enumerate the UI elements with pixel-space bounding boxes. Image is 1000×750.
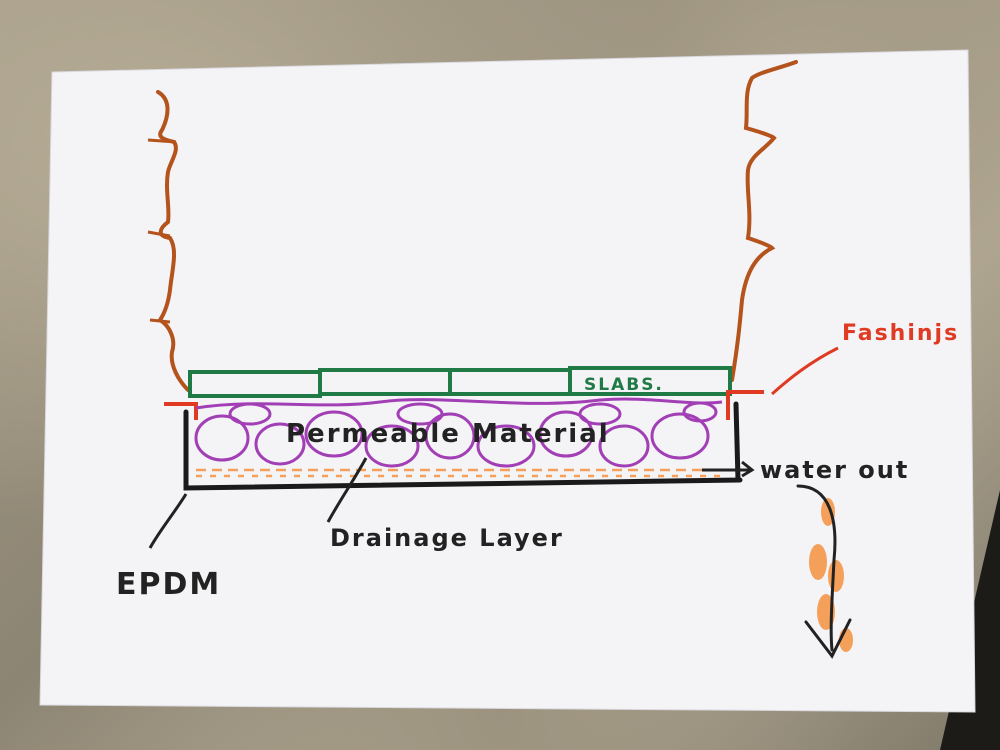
water-out-arrow	[702, 460, 755, 478]
left-wall-joint	[147, 138, 177, 324]
left-wall	[156, 90, 190, 392]
flashing-left	[164, 402, 198, 420]
slabs-label: SLABS.	[584, 375, 664, 395]
drainage-layer	[196, 468, 720, 478]
permeable-layer	[194, 397, 723, 468]
paper-sheet	[39, 49, 976, 713]
slab-4	[568, 366, 732, 396]
epdm-pointer	[148, 493, 188, 549]
right-wall	[730, 60, 798, 382]
drainage-pointer	[326, 457, 368, 523]
flashings-pointer	[771, 346, 839, 396]
flashing-right	[726, 390, 764, 420]
epdm-liner	[183, 401, 743, 491]
flashings-label: Fashinjs	[842, 321, 959, 346]
slabs-row	[188, 366, 732, 398]
water-down-arrow	[796, 484, 852, 659]
gravel-top-line	[195, 397, 723, 410]
epdm-label: EPDM	[116, 567, 221, 602]
drainage-label: Drainage Layer	[330, 524, 564, 552]
water-out-label: water out	[760, 456, 909, 484]
permeable-label: Permeable Material	[286, 419, 610, 449]
